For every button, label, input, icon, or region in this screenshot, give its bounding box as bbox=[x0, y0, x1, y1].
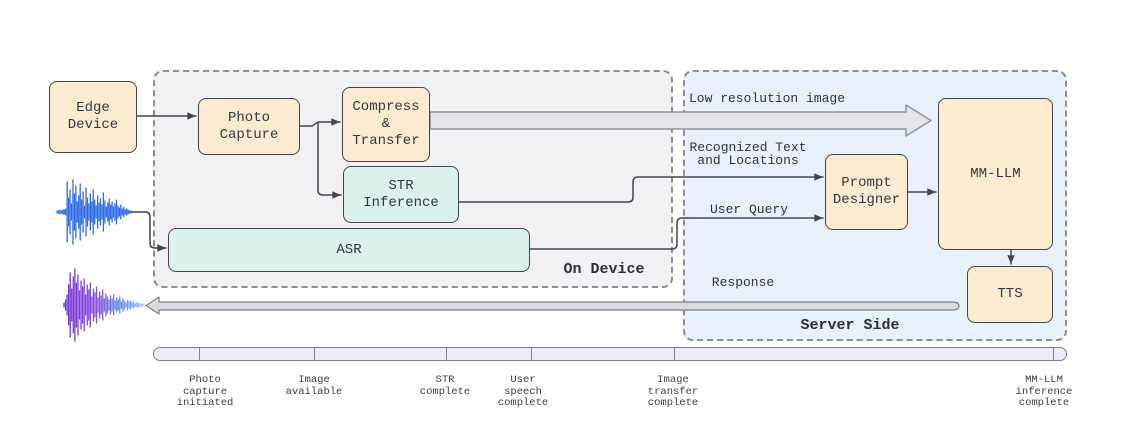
photo-to-str-connector bbox=[317, 122, 342, 199]
timeline-event-label: STR complete bbox=[419, 374, 471, 398]
timeline-divider bbox=[446, 348, 448, 360]
asr-to-prompt-connector bbox=[529, 214, 824, 250]
timeline-event-label: Image transfer complete bbox=[647, 374, 699, 409]
node-compress-transfer: Compress & Transfer bbox=[342, 87, 430, 162]
node-photo-capture: Photo Capture bbox=[198, 98, 300, 155]
node-prompt-designer: Prompt Designer bbox=[825, 154, 908, 230]
timeline-event-label: MM-LLM inference complete bbox=[1015, 374, 1073, 409]
node-edge-device: Edge Device bbox=[49, 81, 137, 153]
photo-to-compress-connector bbox=[299, 118, 341, 127]
recognized-text-label: Recognized Text and Locations bbox=[689, 140, 807, 168]
low-res-image-arrow bbox=[429, 104, 932, 137]
response-arrow bbox=[145, 296, 960, 315]
timeline-bar bbox=[153, 347, 1067, 361]
response-audio-waveform-icon bbox=[63, 268, 144, 342]
user-query-label: User Query bbox=[709, 202, 789, 217]
on-device-label: On Device bbox=[563, 261, 645, 278]
timeline-event-label: User speech complete bbox=[497, 374, 549, 409]
server-side-label: Server Side bbox=[800, 317, 900, 334]
timeline-divider bbox=[199, 348, 201, 360]
node-tts: TTS bbox=[967, 266, 1053, 323]
input-audio-waveform-icon bbox=[56, 179, 132, 245]
node-mm-llm: MM-LLM bbox=[938, 98, 1053, 250]
timeline-event-label: Image available bbox=[285, 374, 343, 398]
node-str-inference: STR Inference bbox=[343, 166, 459, 223]
str-to-prompt-connector bbox=[458, 173, 824, 203]
waveform-to-asr-connector bbox=[127, 211, 167, 252]
timeline-divider bbox=[674, 348, 676, 360]
timeline-divider bbox=[314, 348, 316, 360]
low-res-image-label: Low resolution image bbox=[689, 91, 846, 106]
response-label: Response bbox=[711, 275, 775, 290]
timeline-divider bbox=[531, 348, 533, 360]
node-asr: ASR bbox=[168, 228, 530, 272]
timeline-event-label: Photo capture initiated bbox=[176, 374, 234, 409]
timeline-divider bbox=[1053, 348, 1055, 360]
